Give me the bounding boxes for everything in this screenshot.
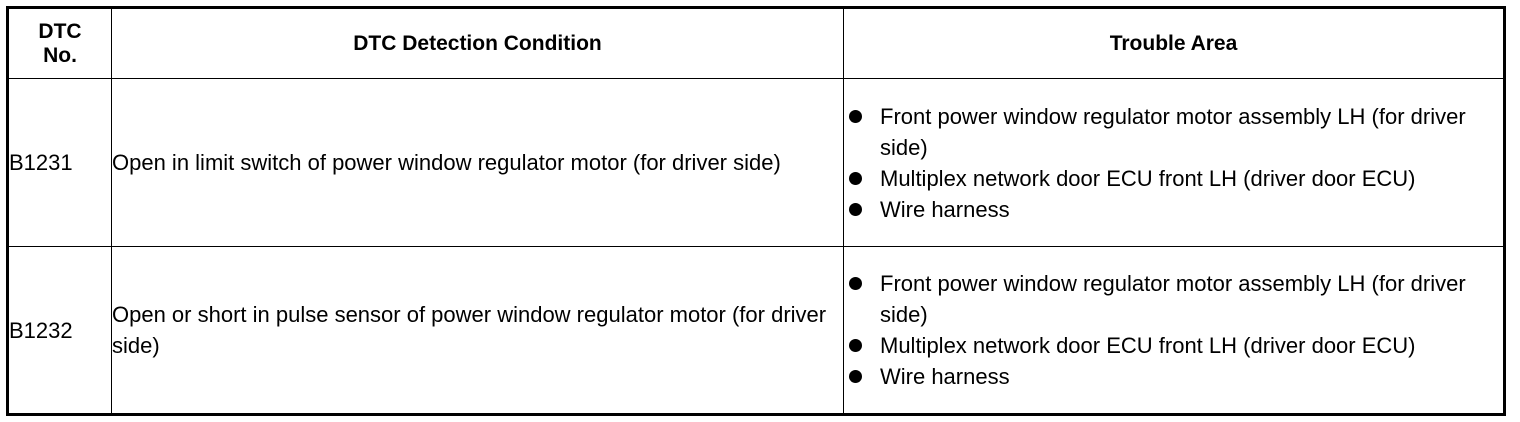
list-item-text: Wire harness <box>880 196 1010 222</box>
list-item: Front power window regulator motor assem… <box>844 101 1503 163</box>
header-dtc-no-line1: DTC <box>38 19 82 43</box>
header-dtc-no-line2: No. <box>43 43 77 67</box>
list-item: Multiplex network door ECU front LH (dri… <box>844 330 1503 361</box>
list-item-text: Front power window regulator motor assem… <box>880 103 1466 160</box>
list-item-text: Multiplex network door ECU front LH (dri… <box>880 333 1416 358</box>
bullet-icon <box>849 277 862 290</box>
bullet-icon <box>849 171 862 185</box>
bullet-icon <box>849 370 862 383</box>
trouble-area: Front power window regulator motor assem… <box>843 78 1505 247</box>
bullet-icon <box>849 339 862 352</box>
bullet-icon <box>849 109 862 123</box>
list-item: Multiplex network door ECU front LH (dri… <box>844 163 1503 194</box>
table-row: B1231 Open in limit switch of power wind… <box>7 78 1505 247</box>
trouble-area-list: Front power window regulator motor assem… <box>844 268 1503 392</box>
detection-condition: Open in limit switch of power window reg… <box>111 78 844 247</box>
detection-condition: Open or short in pulse sensor of power w… <box>111 246 844 415</box>
list-item-text: Multiplex network door ECU front LH (dri… <box>880 165 1416 191</box>
dtc-code: B1231 <box>7 78 112 247</box>
list-item-text: Wire harness <box>880 364 1010 389</box>
trouble-area: Front power window regulator motor assem… <box>843 246 1505 415</box>
header-dtc-no: DTC No. <box>7 7 112 79</box>
bullet-icon <box>849 202 862 216</box>
header-trouble-area: Trouble Area <box>843 7 1505 79</box>
list-item: Front power window regulator motor assem… <box>844 268 1503 330</box>
table-row: B1232 Open or short in pulse sensor of p… <box>7 246 1505 415</box>
table-header-row: DTC No. DTC Detection Condition Trouble … <box>7 7 1505 79</box>
header-detection-condition: DTC Detection Condition <box>111 7 844 79</box>
list-item: Wire harness <box>844 194 1503 225</box>
list-item: Wire harness <box>844 361 1503 392</box>
dtc-table: DTC No. DTC Detection Condition Trouble … <box>6 6 1506 416</box>
trouble-area-list: Front power window regulator motor assem… <box>844 101 1503 225</box>
list-item-text: Front power window regulator motor assem… <box>880 271 1466 327</box>
dtc-code: B1232 <box>7 246 112 415</box>
